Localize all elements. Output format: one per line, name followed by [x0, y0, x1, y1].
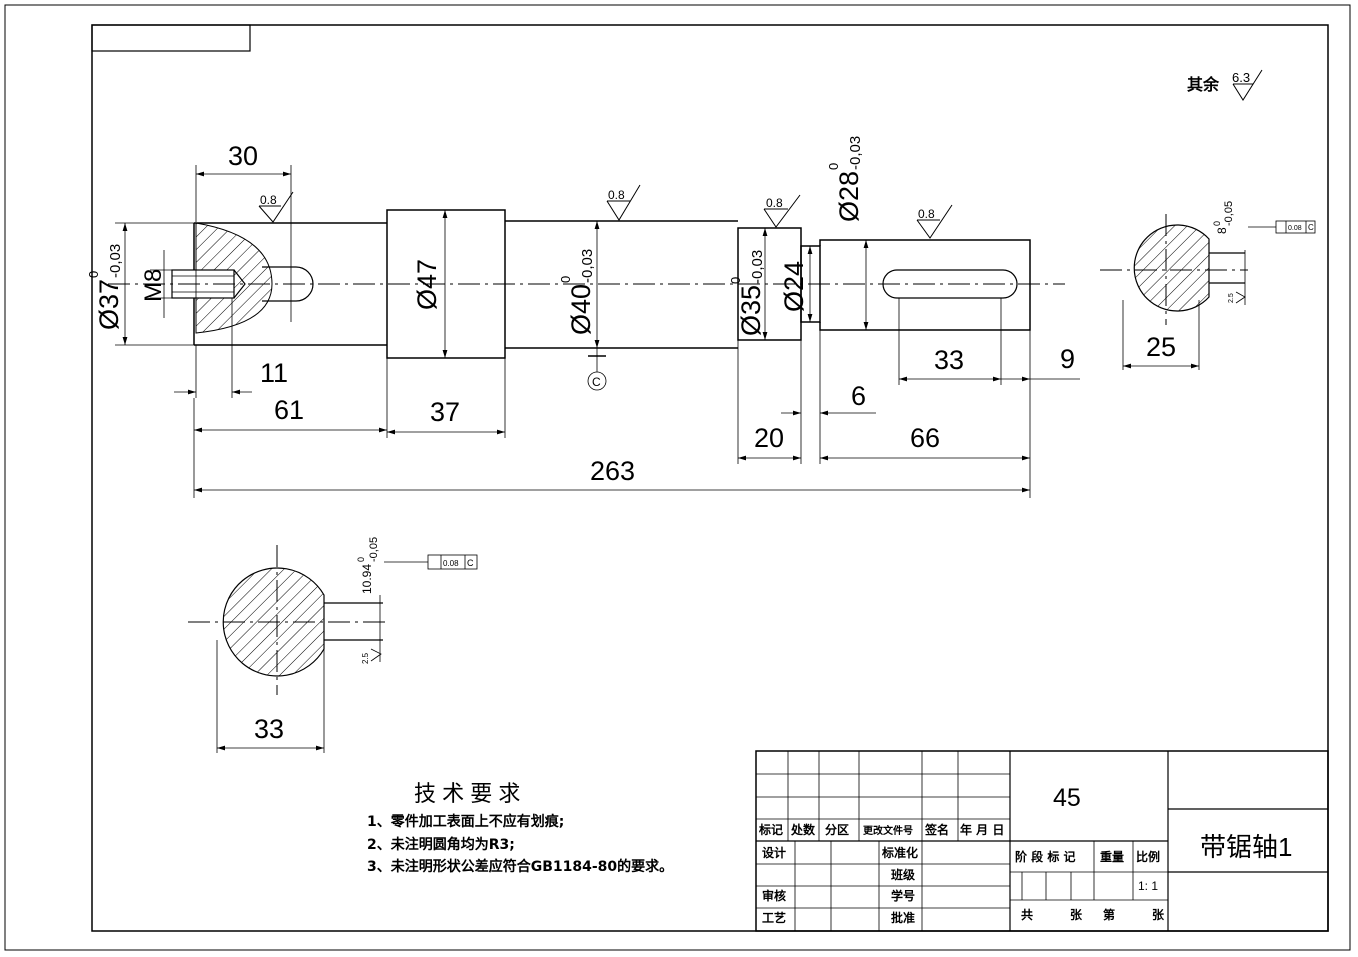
dim-37: 37 — [430, 397, 460, 427]
roughness-ra-4: 0.8 — [918, 207, 935, 221]
dim-263: 263 — [590, 456, 635, 486]
dia-40-tol-lower: -0,03 — [579, 249, 596, 283]
dia-m8: M8 — [140, 269, 167, 302]
left-key-tol-upper: 0 — [356, 557, 366, 562]
dim-20: 20 — [754, 423, 784, 453]
sheet-unit-2: 张 — [1152, 907, 1165, 922]
label-design: 设计 — [762, 845, 786, 860]
sheet-number: 第 — [1103, 907, 1115, 922]
roughness-marks: 0.8 0.8 0.8 0.8 — [258, 184, 953, 239]
drawing-borders — [4, 4, 1351, 951]
rev-header-count: 处数 — [790, 822, 816, 837]
label-standardize: 标准化 — [881, 845, 918, 860]
roughness-ra-2: 0.8 — [608, 188, 625, 202]
rev-header-mark: 标记 — [758, 822, 783, 837]
title-block: 45 带锯轴1 标记 处数 分区 更改文件号 签名 年 月 日 设计 标准化 班… — [755, 750, 1329, 932]
roughness-other-label: 其余 — [1187, 75, 1220, 94]
rev-header-doc: 更改文件号 — [863, 824, 913, 837]
dia-47: Ø47 — [412, 259, 442, 310]
technical-requirements: 技 术 要 求 1、零件加工表面上不应有划痕; 2、未注明圆角均为R3; 3、未… — [367, 781, 673, 875]
datum-c: C — [592, 375, 601, 389]
dia-28-tol-upper: 0 — [826, 163, 841, 170]
rev-header-zone: 分区 — [825, 822, 849, 837]
rev-header-sign: 签名 — [924, 822, 949, 837]
left-key-ra: 2.5 — [361, 652, 370, 664]
material: 45 — [1053, 784, 1081, 812]
dimensions-main: 30 Ø37 0 -0,03 M8 11 61 Ø47 — [86, 136, 1080, 498]
right-flatness-datum: C — [1308, 223, 1314, 232]
tech-title: 技 术 要 求 — [414, 781, 520, 806]
section-left: 33 10.94 0 -0,05 0.08 C 2.5 — [188, 537, 478, 753]
right-key-ra: 2.5 — [1228, 293, 1235, 303]
shaft-main-view — [108, 209, 1065, 359]
right-flatness-value: 0.08 — [1288, 225, 1302, 232]
part-name: 带锯轴1 — [1200, 832, 1292, 862]
left-flatness-datum: C — [467, 558, 474, 568]
dia-28: Ø28 — [834, 171, 864, 222]
left-key-tol-lower: -0,05 — [368, 537, 380, 562]
label-process: 工艺 — [762, 910, 786, 925]
section-right: 25 8 0 -0,05 0.08 C 2.5 — [1100, 201, 1316, 370]
roughness-other: 其余 6.3 — [1187, 69, 1263, 101]
label-approve: 批准 — [891, 910, 915, 925]
sheet-unit-1: 张 — [1070, 907, 1083, 922]
dim-66: 66 — [910, 423, 940, 453]
scale-value: 1: 1 — [1138, 879, 1158, 893]
dim-33-section: 33 — [254, 714, 284, 744]
dim-11: 11 — [260, 358, 288, 388]
dim-61: 61 — [274, 395, 304, 425]
right-key-tol-upper: 0 — [1212, 221, 1222, 226]
dia-40: Ø40 — [566, 284, 596, 335]
dim-9: 9 — [1060, 344, 1075, 374]
dim-25: 25 — [1146, 332, 1176, 362]
label-weight: 重量 — [1100, 849, 1124, 864]
right-key-tol-lower: -0,05 — [1223, 201, 1235, 226]
dia-24: Ø24 — [779, 261, 809, 312]
dia-37: Ø37 — [94, 279, 124, 330]
sheet-total: 共 — [1021, 907, 1033, 922]
roughness-other-value: 6.3 — [1232, 70, 1250, 85]
label-class: 班级 — [891, 867, 915, 882]
left-flatness-value: 0.08 — [443, 559, 459, 568]
dim-6: 6 — [851, 381, 866, 411]
tech-item-1: 1、零件加工表面上不应有划痕; — [367, 813, 564, 830]
label-stage-mark: 阶 段 标 记 — [1015, 849, 1076, 864]
right-key-depth: 8 — [1215, 227, 1229, 234]
dia-35-tol-lower: -0,03 — [749, 250, 766, 284]
dim-30: 30 — [228, 141, 258, 171]
tech-item-2: 2、未注明圆角均为R3; — [367, 836, 515, 853]
label-scale: 比例 — [1136, 849, 1160, 864]
roughness-ra-3: 0.8 — [766, 196, 783, 210]
dim-33-slot: 33 — [934, 345, 964, 375]
tech-item-3: 3、未注明形状公差应符合GB1184-80的要求。 — [367, 858, 673, 875]
left-key-depth: 10.94 — [360, 564, 374, 594]
dia-40-tol-upper: 0 — [558, 276, 573, 283]
roughness-ra-1: 0.8 — [260, 193, 277, 207]
rev-header-date: 年 月 日 — [960, 822, 1004, 837]
dia-35-tol-upper: 0 — [728, 277, 743, 284]
label-student-id: 学号 — [891, 888, 915, 903]
dia-35: Ø35 — [736, 285, 766, 336]
dia-37-tol-upper: 0 — [86, 271, 101, 278]
dia-37-tol-lower: -0,03 — [107, 244, 124, 278]
label-review: 审核 — [762, 888, 786, 903]
dia-28-tol-lower: -0,03 — [847, 136, 864, 170]
